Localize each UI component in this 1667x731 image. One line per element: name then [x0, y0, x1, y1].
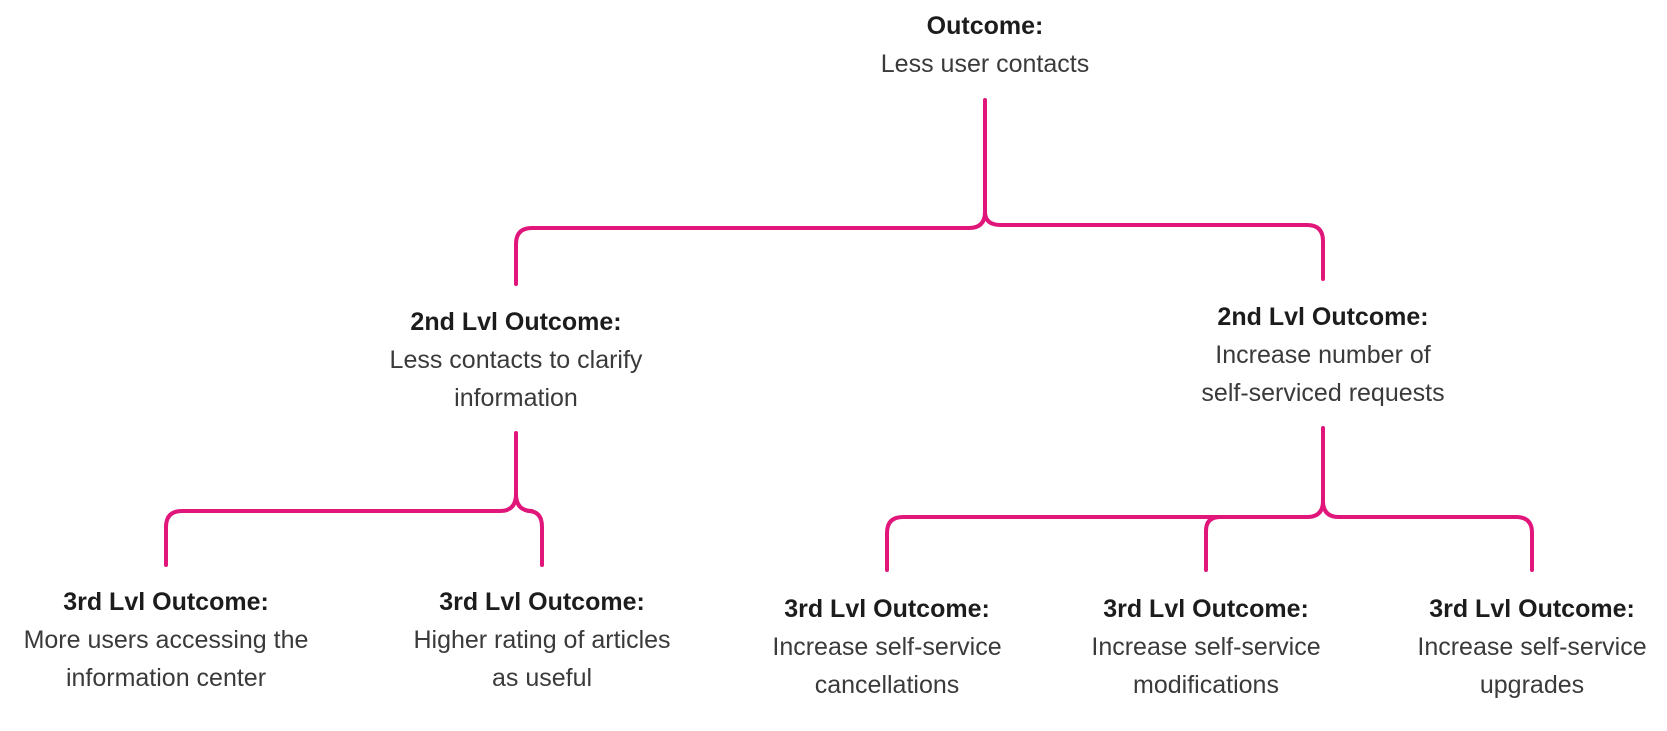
third-level-node-1: 3rd Lvl Outcome: More users accessing th…: [0, 583, 336, 697]
third-level-3-text-line2: cancellations: [814, 671, 960, 699]
third-level-2-text-line1: Higher rating of articles: [413, 626, 671, 654]
third-level-node-3: 3rd Lvl Outcome: Increase self-service c…: [717, 590, 1057, 704]
third-level-3-text-line1: Increase self-service: [772, 633, 1002, 661]
third-level-3-heading: 3rd Lvl Outcome:: [784, 595, 990, 623]
second-level-left-node: 2nd Lvl Outcome: Less contacts to clarif…: [346, 303, 686, 417]
connector-second-right-to-third-4: [1204, 515, 1222, 572]
third-level-4-heading: 3rd Lvl Outcome:: [1103, 595, 1309, 623]
second-level-right-text-line1: Increase number of: [1215, 341, 1431, 369]
connector-second-right-to-third-5: [1321, 499, 1534, 572]
connector-root-to-second-right: [983, 210, 1325, 281]
connector-second-left-to-third-2: [514, 492, 544, 567]
third-level-5-text-line1: Increase self-service: [1417, 633, 1647, 661]
third-level-5-text-line2: upgrades: [1479, 671, 1585, 699]
root-outcome-text: Less user contacts: [880, 50, 1090, 78]
third-level-1-heading: 3rd Lvl Outcome:: [63, 588, 269, 616]
connector-second-left-to-third-1: [164, 431, 518, 567]
third-level-2-text-line2: as useful: [491, 664, 593, 692]
connector-root-to-second-left: [514, 98, 987, 286]
third-level-node-4: 3rd Lvl Outcome: Increase self-service m…: [1036, 590, 1376, 704]
root-outcome-heading: Outcome:: [926, 12, 1044, 40]
second-level-left-heading: 2nd Lvl Outcome:: [410, 308, 622, 336]
third-level-2-heading: 3rd Lvl Outcome:: [439, 588, 645, 616]
second-level-left-text-line1: Less contacts to clarify: [389, 346, 643, 374]
connector-second-right-to-third-3: [885, 426, 1325, 572]
third-level-5-heading: 3rd Lvl Outcome:: [1429, 595, 1635, 623]
second-level-right-text-line2: self-serviced requests: [1201, 379, 1445, 407]
second-level-right-node: 2nd Lvl Outcome: Increase number of self…: [1153, 298, 1493, 412]
third-level-node-2: 3rd Lvl Outcome: Higher rating of articl…: [372, 583, 712, 697]
third-level-1-text-line1: More users accessing the: [23, 626, 309, 654]
third-level-4-text-line1: Increase self-service: [1091, 633, 1321, 661]
third-level-1-text-line2: information center: [65, 664, 267, 692]
root-outcome-node: Outcome: Less user contacts: [815, 7, 1155, 83]
third-level-4-text-line2: modifications: [1133, 671, 1279, 699]
second-level-left-text-line2: information: [454, 384, 578, 412]
second-level-right-heading: 2nd Lvl Outcome:: [1217, 303, 1429, 331]
third-level-node-5: 3rd Lvl Outcome: Increase self-service u…: [1362, 590, 1667, 704]
